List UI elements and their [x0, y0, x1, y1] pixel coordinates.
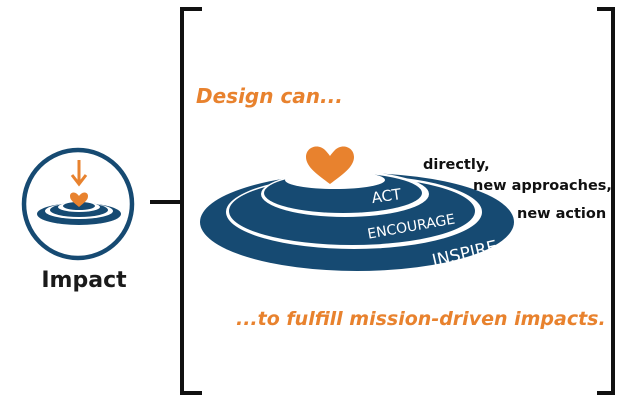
icon-heart: [70, 192, 88, 207]
layer-label-act: ACT: [370, 185, 403, 207]
note-new-approaches: new approaches,: [473, 178, 612, 194]
heart-icon: [306, 146, 354, 184]
left-bracket: [180, 7, 202, 395]
note-new-action: new action: [517, 206, 607, 222]
ripple-layers: [200, 171, 514, 271]
note-directly: directly,: [423, 157, 490, 173]
heading: Design can...: [196, 84, 343, 108]
right-bracket: [597, 7, 615, 395]
icon-arrow-head: [70, 174, 88, 187]
icon-circle-outline: [21, 147, 135, 261]
footer-text: ...to fulfill mission-driven impacts.: [236, 308, 606, 330]
impact-label: Impact: [41, 268, 127, 293]
